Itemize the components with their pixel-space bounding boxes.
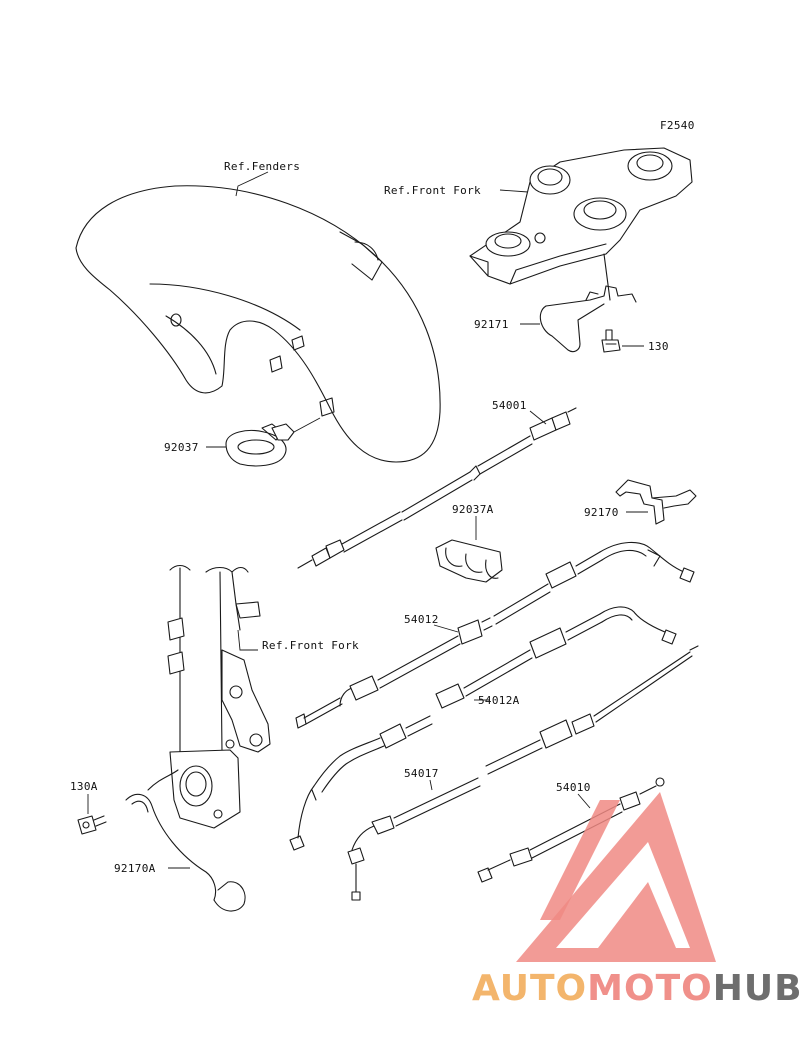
part-130A-bolt: [77, 815, 107, 835]
part-92037A-clamp: [435, 539, 503, 583]
p92037A-label: 92037A: [452, 503, 494, 516]
part-54012-throttle-cable: [295, 541, 695, 729]
part-54001-speedo-cable: [297, 407, 577, 569]
watermark-triangle-small: [598, 882, 676, 948]
front-fork-leg: [167, 564, 271, 829]
p54010-label: 54010: [556, 781, 591, 794]
p54017-label: 54017: [404, 767, 439, 780]
p54012A-label: 54012A: [478, 694, 520, 707]
p54001-leader: [529, 410, 547, 425]
figure-code: F2540: [660, 119, 695, 132]
p54010-leader: [577, 793, 591, 809]
ref-fenders-label: Ref.Fenders: [224, 160, 300, 173]
part-92170A-bracket: [125, 769, 246, 912]
p54012-label: 54012: [404, 613, 439, 626]
part-54012A-throttle-cable: [289, 606, 677, 851]
watermark-hub: HUB: [713, 968, 800, 1009]
part-130-bolt: [601, 329, 621, 353]
ref-fenders-leader: [235, 171, 269, 197]
p92171-label: 92171: [474, 318, 509, 331]
part-92170-bracket: [615, 479, 697, 525]
ref-front-fork-top-leader: [499, 189, 529, 193]
p54001-label: 54001: [492, 399, 527, 412]
p92170-label: 92170: [584, 506, 619, 519]
watermark-logo: AUTOMOTOHUB: [472, 792, 800, 1009]
front-fender: [75, 185, 441, 463]
svg-text:AUTOMOTOHUB: AUTOMOTOHUB: [472, 968, 800, 1009]
watermark-moto: MOTO: [587, 968, 713, 1009]
ref-front-fork-leg-label: Ref.Front Fork: [262, 639, 359, 652]
ref-front-fork-top-label: Ref.Front Fork: [384, 184, 481, 197]
p92037-label: 92037: [164, 441, 199, 454]
part-54017-cable: [347, 645, 699, 901]
part-92037-grommet: [225, 423, 295, 467]
p54017-leader: [429, 779, 433, 791]
ref-front-fork-leg-leader: [237, 629, 258, 651]
p54012-leader: [433, 624, 459, 633]
p92170A-label: 92170A: [114, 862, 156, 875]
part-92171-bracket: [539, 285, 637, 353]
watermark-auto: AUTO: [472, 968, 587, 1009]
watermark-slash: [540, 800, 620, 920]
fork-bracket-top: [469, 147, 693, 301]
p92037-leader-2: [293, 417, 321, 433]
p130-label: 130: [648, 340, 669, 353]
p130A-label: 130A: [70, 780, 98, 793]
